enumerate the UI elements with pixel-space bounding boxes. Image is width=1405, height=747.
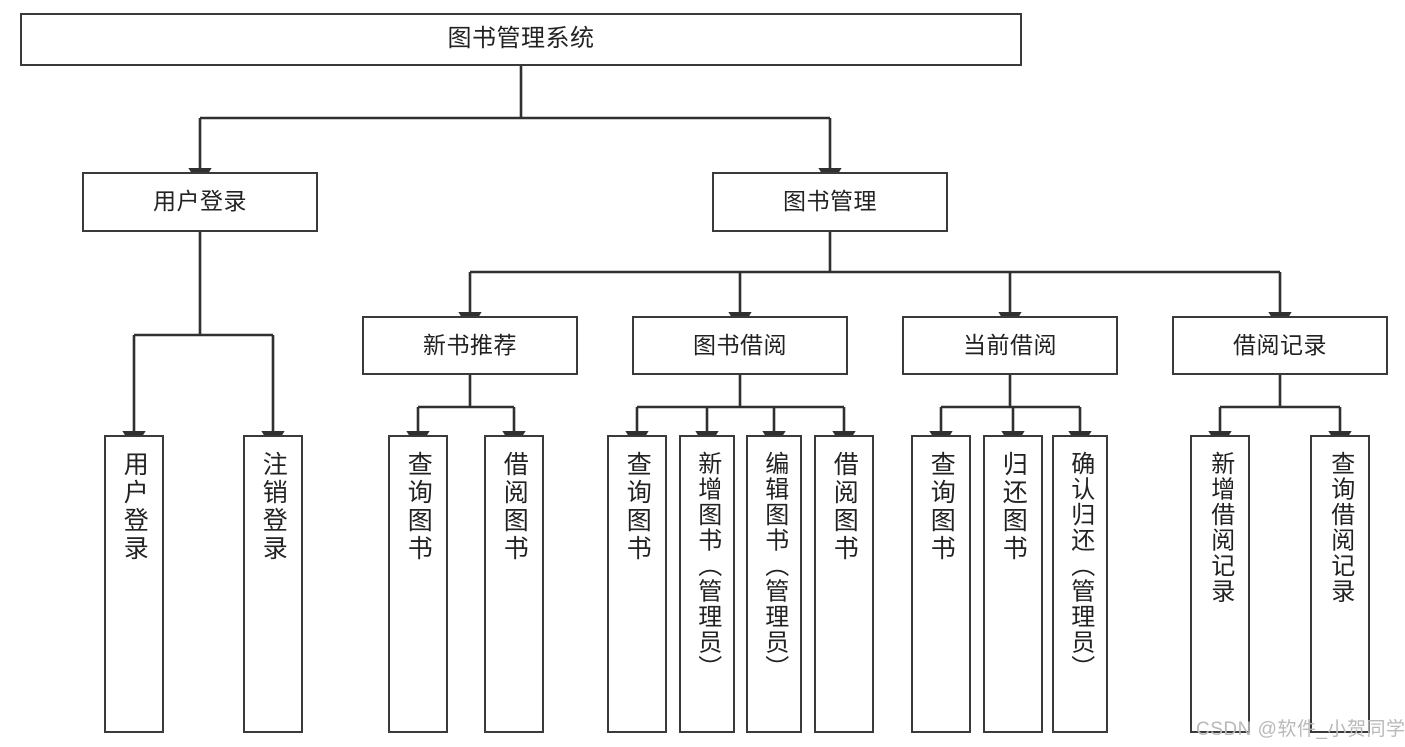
- node-label: 查询图书: [623, 451, 652, 563]
- node-label: 借阅图书: [830, 451, 859, 563]
- node-label: 归还图书: [999, 451, 1028, 563]
- node-leaf-borrow-book-1[interactable]: 借阅图书: [484, 435, 544, 733]
- node-label: 新书推荐: [423, 331, 517, 358]
- node-leaf-return-book[interactable]: 归还图书: [983, 435, 1043, 733]
- node-label: 查询图书: [404, 451, 433, 563]
- node-new-book-rec[interactable]: 新书推荐: [362, 316, 578, 375]
- node-book-manage[interactable]: 图书管理: [712, 172, 948, 232]
- node-borrow-record[interactable]: 借阅记录: [1172, 316, 1388, 375]
- node-book-borrow[interactable]: 图书借阅: [632, 316, 848, 375]
- node-leaf-add-record[interactable]: 新增借阅记录: [1190, 435, 1250, 733]
- node-label: 借阅图书: [500, 451, 529, 563]
- node-label: 用户登录: [153, 188, 247, 215]
- node-label: 图书管理: [783, 188, 877, 215]
- node-label: 图书借阅: [693, 331, 787, 358]
- node-leaf-edit-book[interactable]: 编辑图书（管理员）: [746, 435, 802, 733]
- node-root[interactable]: 图书管理系统: [20, 13, 1022, 66]
- node-leaf-query-book-1[interactable]: 查询图书: [388, 435, 448, 733]
- node-label: 确认归还（管理员）: [1066, 451, 1094, 681]
- node-label: 查询借阅记录: [1326, 451, 1354, 604]
- node-label: 新增图书（管理员）: [693, 451, 721, 681]
- node-label: 图书管理系统: [447, 25, 595, 53]
- node-label: 当前借阅: [963, 331, 1057, 358]
- node-leaf-user-login[interactable]: 用户登录: [104, 435, 164, 733]
- node-label: 新增借阅记录: [1206, 451, 1234, 604]
- node-leaf-confirm-ret[interactable]: 确认归还（管理员）: [1052, 435, 1108, 733]
- node-leaf-query-record[interactable]: 查询借阅记录: [1310, 435, 1370, 733]
- csdn-watermark: CSDN @软件_小贺同学: [1196, 719, 1405, 740]
- node-label: 编辑图书（管理员）: [760, 451, 788, 681]
- node-label: 用户登录: [120, 451, 149, 563]
- node-current-borrow[interactable]: 当前借阅: [902, 316, 1118, 375]
- node-leaf-add-book[interactable]: 新增图书（管理员）: [679, 435, 735, 733]
- node-label: 注销登录: [259, 451, 288, 563]
- node-leaf-query-book-3[interactable]: 查询图书: [911, 435, 971, 733]
- node-label: 查询图书: [927, 451, 956, 563]
- node-label: 借阅记录: [1233, 331, 1327, 358]
- node-user-login[interactable]: 用户登录: [82, 172, 318, 232]
- node-leaf-query-book-2[interactable]: 查询图书: [607, 435, 667, 733]
- node-leaf-logout[interactable]: 注销登录: [243, 435, 303, 733]
- node-leaf-borrow-book-2[interactable]: 借阅图书: [814, 435, 874, 733]
